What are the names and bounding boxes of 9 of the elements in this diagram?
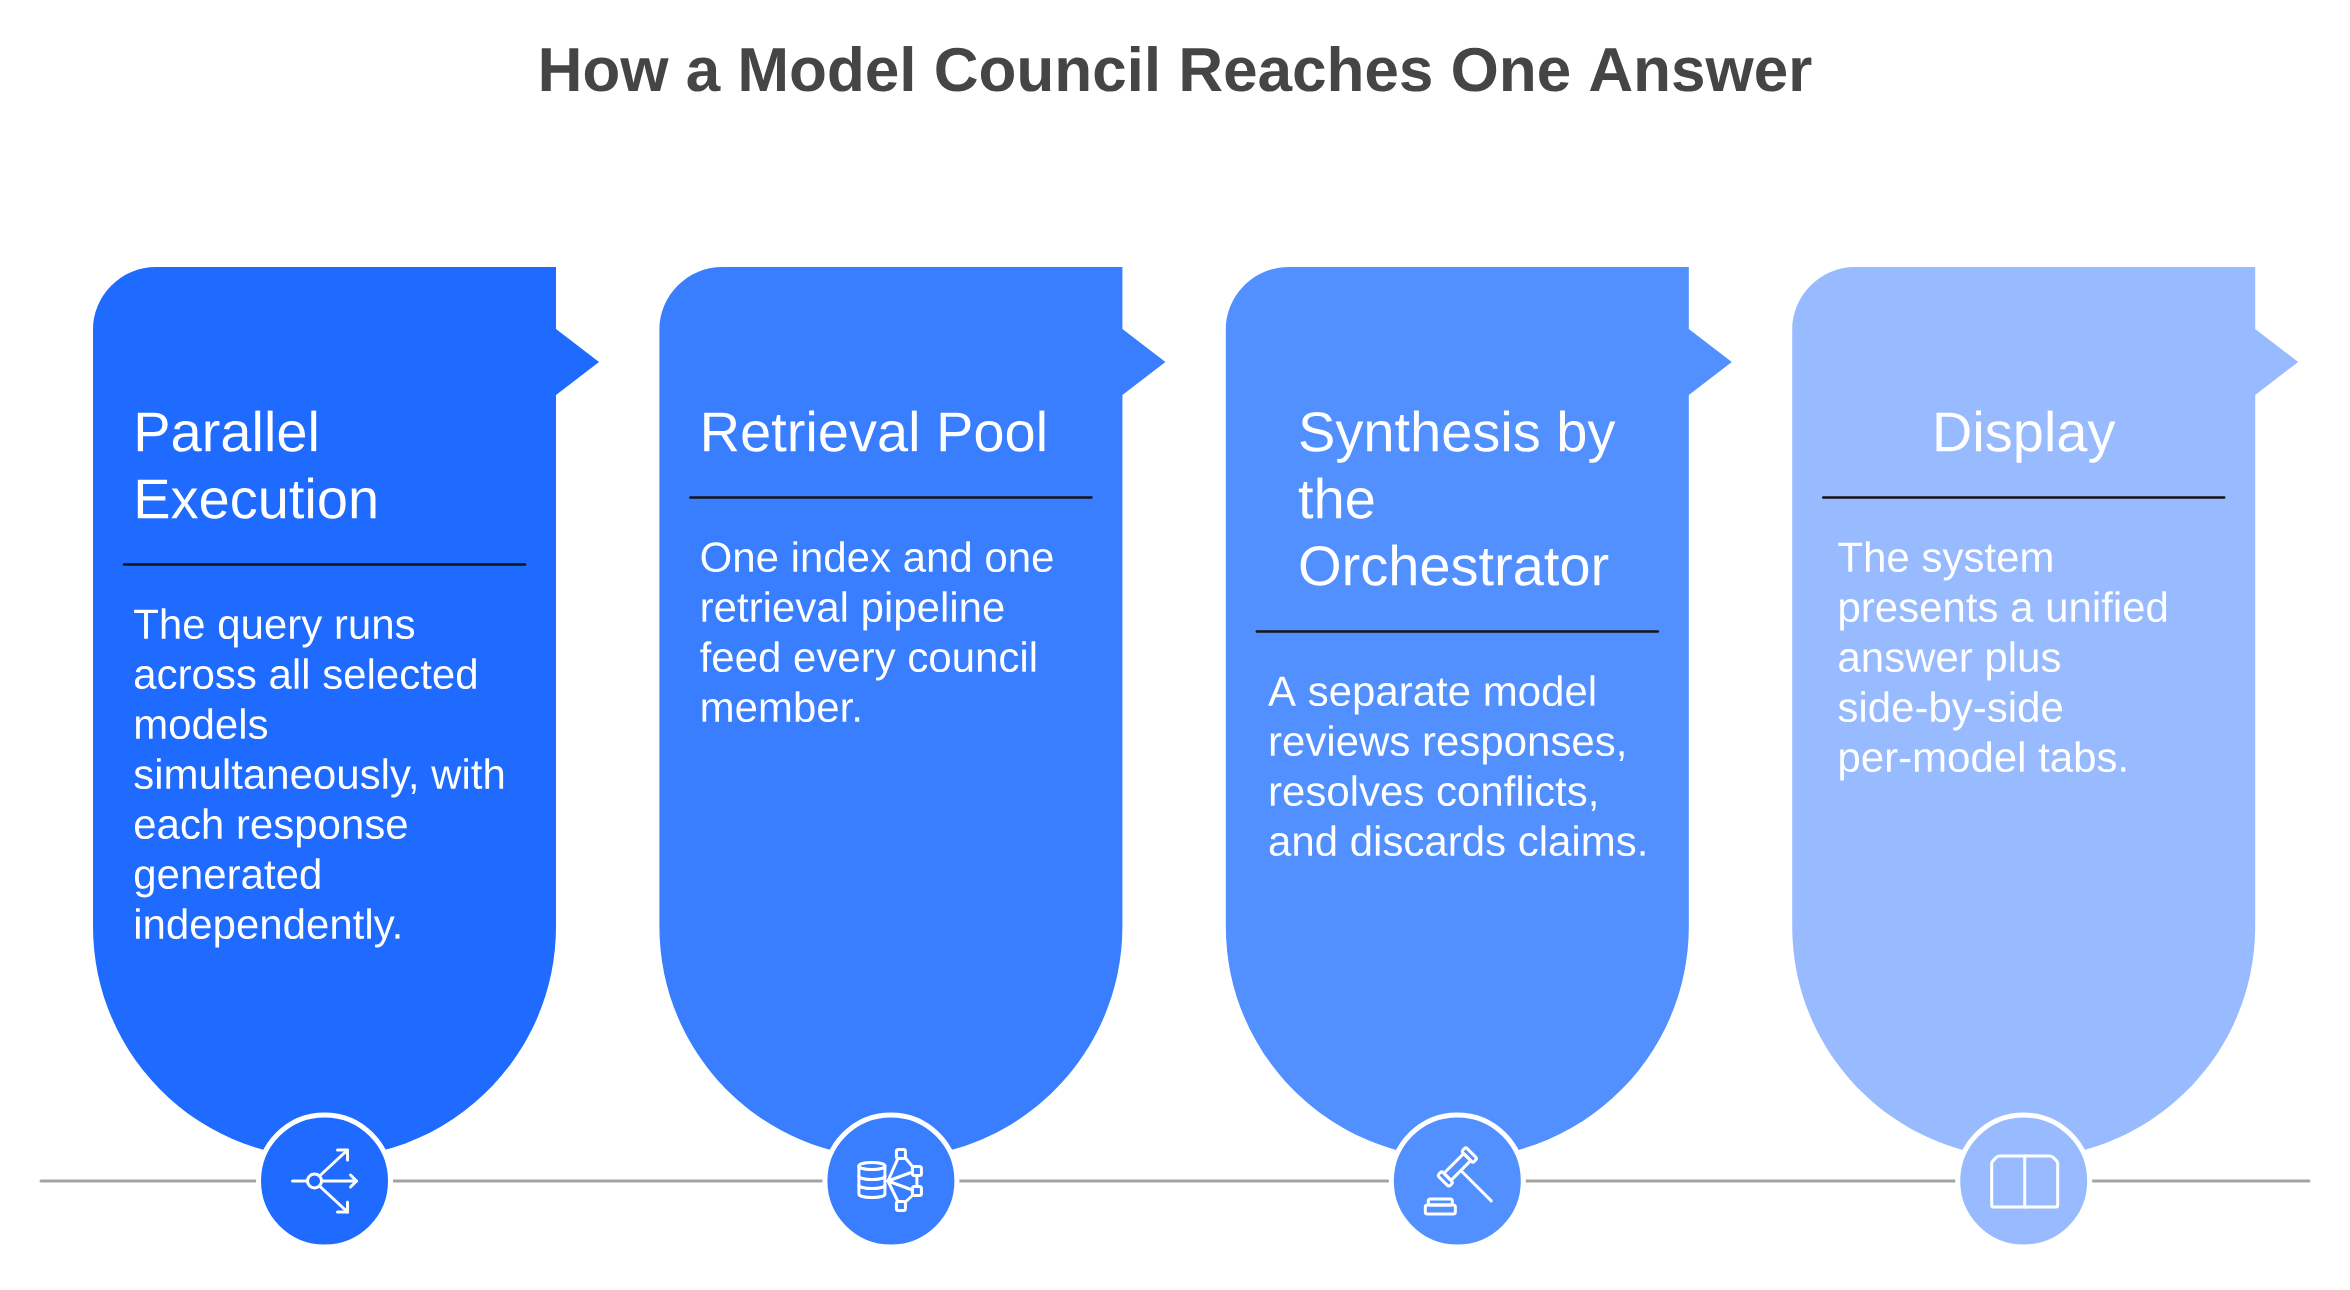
- step-title: Retrieval Pool: [704, 410, 1045, 452]
- step-title: Display: [1936, 410, 2116, 463]
- step-description: A separate model reviews responses, resolves conflicts, and discards claims.: [1268, 675, 1645, 857]
- step-description: One index and one retrieval pipeline feed every council member.: [700, 541, 1053, 723]
- diagram-title: How a Model Council Reaches One Answer: [541, 46, 1812, 92]
- step-title: Synthesis by the Orchestrator: [1298, 410, 1616, 586]
- step-description: The system presents a unified answer plus side-by-side per-model tabs.: [1838, 541, 2167, 781]
- step-description: The query runs across all selected models simultaneously, with each response generated independently.: [134, 608, 504, 948]
- step-title: Parallel Execution: [137, 410, 376, 519]
